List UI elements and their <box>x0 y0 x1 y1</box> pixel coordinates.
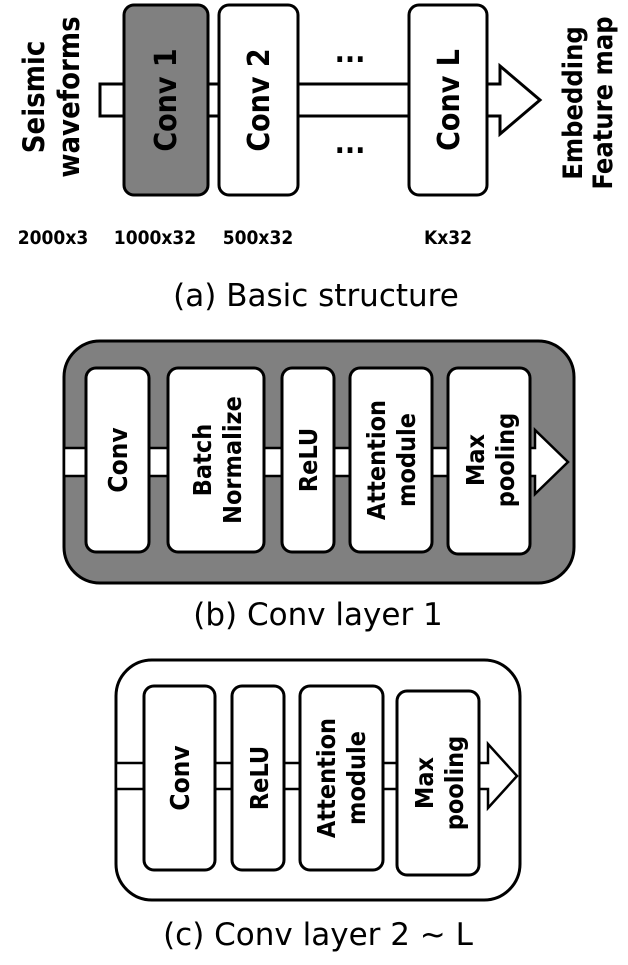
caption-a: (a) Basic structure <box>173 278 459 314</box>
panel-a-basic-structure: Seismic waveforms Conv 1 Conv 2 ... ... … <box>17 3 619 314</box>
caption-b: (b) Conv layer 1 <box>193 597 443 633</box>
attention-module-label-line1: Attention <box>312 718 341 838</box>
panel-c-conv-layer-2-to-l: Conv ReLU Attention module Max pooling (… <box>114 658 522 953</box>
attention-module-block <box>298 684 385 872</box>
dim-label-conv-1: 1000x32 <box>114 227 196 249</box>
dim-label-conv-2: 500x32 <box>223 227 294 249</box>
relu-block-label: ReLU <box>245 746 274 810</box>
dim-label-input: 2000x3 <box>18 227 89 249</box>
conv-1-label: Conv 1 <box>149 48 184 151</box>
relu-block-label: ReLU <box>294 428 323 492</box>
attention-module-block <box>348 366 434 554</box>
max-pooling-label-line2: pooling <box>491 413 520 508</box>
attention-module-label-line1: Attention <box>362 400 391 520</box>
input-label-seismic: Seismic <box>17 41 51 154</box>
conv-l-block <box>407 3 489 197</box>
conv-2-label: Conv 2 <box>242 48 277 151</box>
attention-module-label-line2: module <box>342 731 371 825</box>
output-label-embedding: Embedding <box>558 26 589 180</box>
max-pooling-label-line1: Max <box>410 756 439 809</box>
max-pooling-label-line2: pooling <box>440 736 469 831</box>
input-label-waveforms: waveforms <box>52 16 86 177</box>
batch-normalize-block <box>166 366 266 554</box>
conv-l-label: Conv L <box>432 49 467 151</box>
conv-1-block <box>122 3 210 197</box>
output-label-feature-map: Feature map <box>588 16 619 189</box>
conv-block <box>142 684 217 872</box>
attention-module-label-line2: module <box>392 413 421 507</box>
panel-b-conv-layer-1: Conv Batch Normalize ReLU Attention modu… <box>62 339 576 633</box>
ellipsis-bottom: ... <box>335 126 366 161</box>
max-pooling-label-line1: Max <box>461 433 490 486</box>
conv-block-label: Conv <box>104 427 134 492</box>
conv-block-label: Conv <box>166 745 196 810</box>
ellipsis-top: ... <box>335 35 366 70</box>
relu-block <box>280 366 336 554</box>
max-pooling-block <box>395 689 481 877</box>
relu-block <box>230 684 286 872</box>
conv-2-block <box>217 3 300 197</box>
dim-label-conv-l: Kx32 <box>424 227 472 249</box>
caption-c: (c) Conv layer 2 ~ L <box>163 917 474 953</box>
max-pooling-block <box>446 366 532 556</box>
batch-normalize-label-line2: Normalize <box>218 396 247 524</box>
conv-block <box>84 366 151 554</box>
batch-normalize-label-line1: Batch <box>188 424 217 496</box>
